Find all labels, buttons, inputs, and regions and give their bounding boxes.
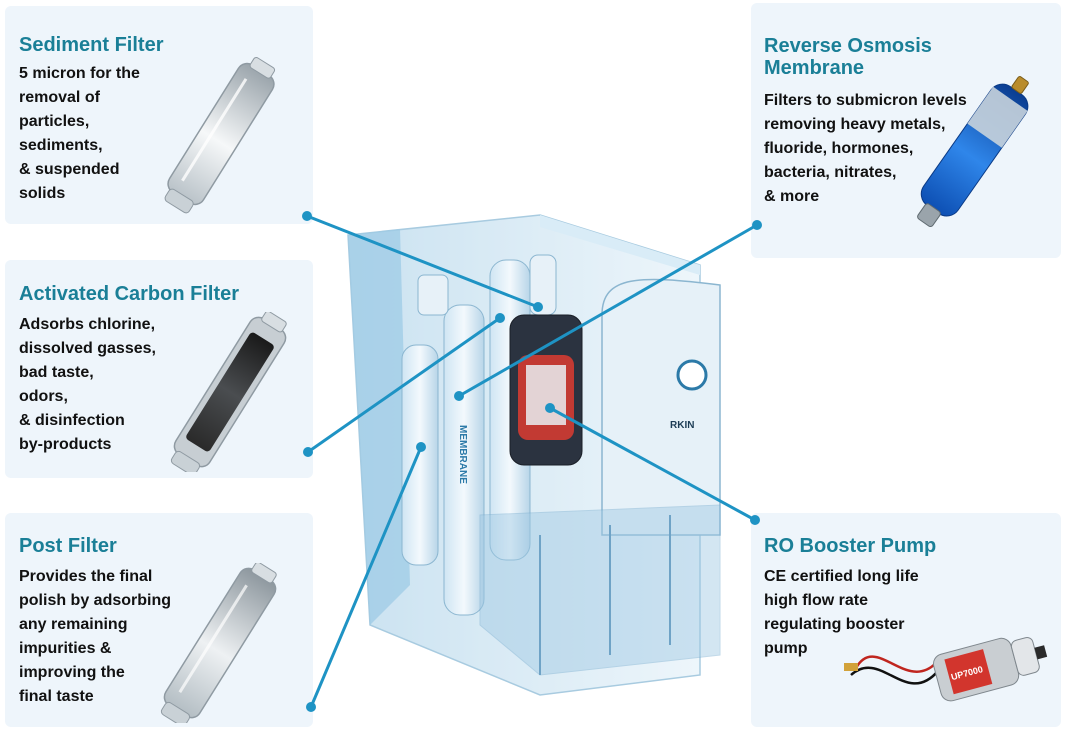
carbon-filter-title: Activated Carbon Filter <box>19 283 240 305</box>
pump-leader-line <box>545 403 760 525</box>
post-filter-housing <box>401 344 439 566</box>
booster-pump-description: CE certified long life high flow rate re… <box>764 568 919 657</box>
post-filter-card: Post Filter Provides the final polish by… <box>5 513 313 727</box>
post-filter-icon <box>160 563 277 723</box>
booster-pump-card: RO Booster Pump CE certified long life h… <box>751 513 1061 727</box>
sediment-filter-description: 5 micron for the removal of particles, s… <box>19 65 140 202</box>
sediment-filter-icon <box>164 57 276 214</box>
post-filter-title: Post Filter <box>19 535 117 557</box>
ro-membrane-icon <box>917 76 1029 228</box>
sediment-filter-card: Sediment Filter 5 micron for the removal… <box>5 6 313 224</box>
membrane-housing-label: MEMBRANE <box>457 425 468 484</box>
carbon-filter-description: Adsorbs chlorine, dissolved gasses, bad … <box>19 316 156 453</box>
booster-pump-title: RO Booster Pump <box>764 535 937 557</box>
booster-pump-icon: UP7000 <box>844 637 1048 702</box>
post-filter-description: Provides the final polish by adsorbing a… <box>19 568 172 705</box>
carbon-filter-icon <box>170 312 287 472</box>
carbon-leader-line <box>303 313 505 457</box>
carbon-filter-housing <box>443 304 485 616</box>
ro-system-unit-illustration: MEMBRANE RKIN <box>347 214 721 696</box>
sediment-filter-title: Sediment Filter <box>19 34 164 56</box>
carbon-filter-card: Activated Carbon Filter Adsorbs chlorine… <box>5 260 313 478</box>
sediment-leader-line <box>302 211 543 312</box>
post-leader-line <box>306 442 426 712</box>
pressure-gauge-icon <box>676 359 708 391</box>
brand-label: RKIN <box>670 420 694 431</box>
ro-membrane-description: Filters to submicron levels removing hea… <box>764 92 967 205</box>
ro-membrane-leader-line <box>454 220 762 401</box>
